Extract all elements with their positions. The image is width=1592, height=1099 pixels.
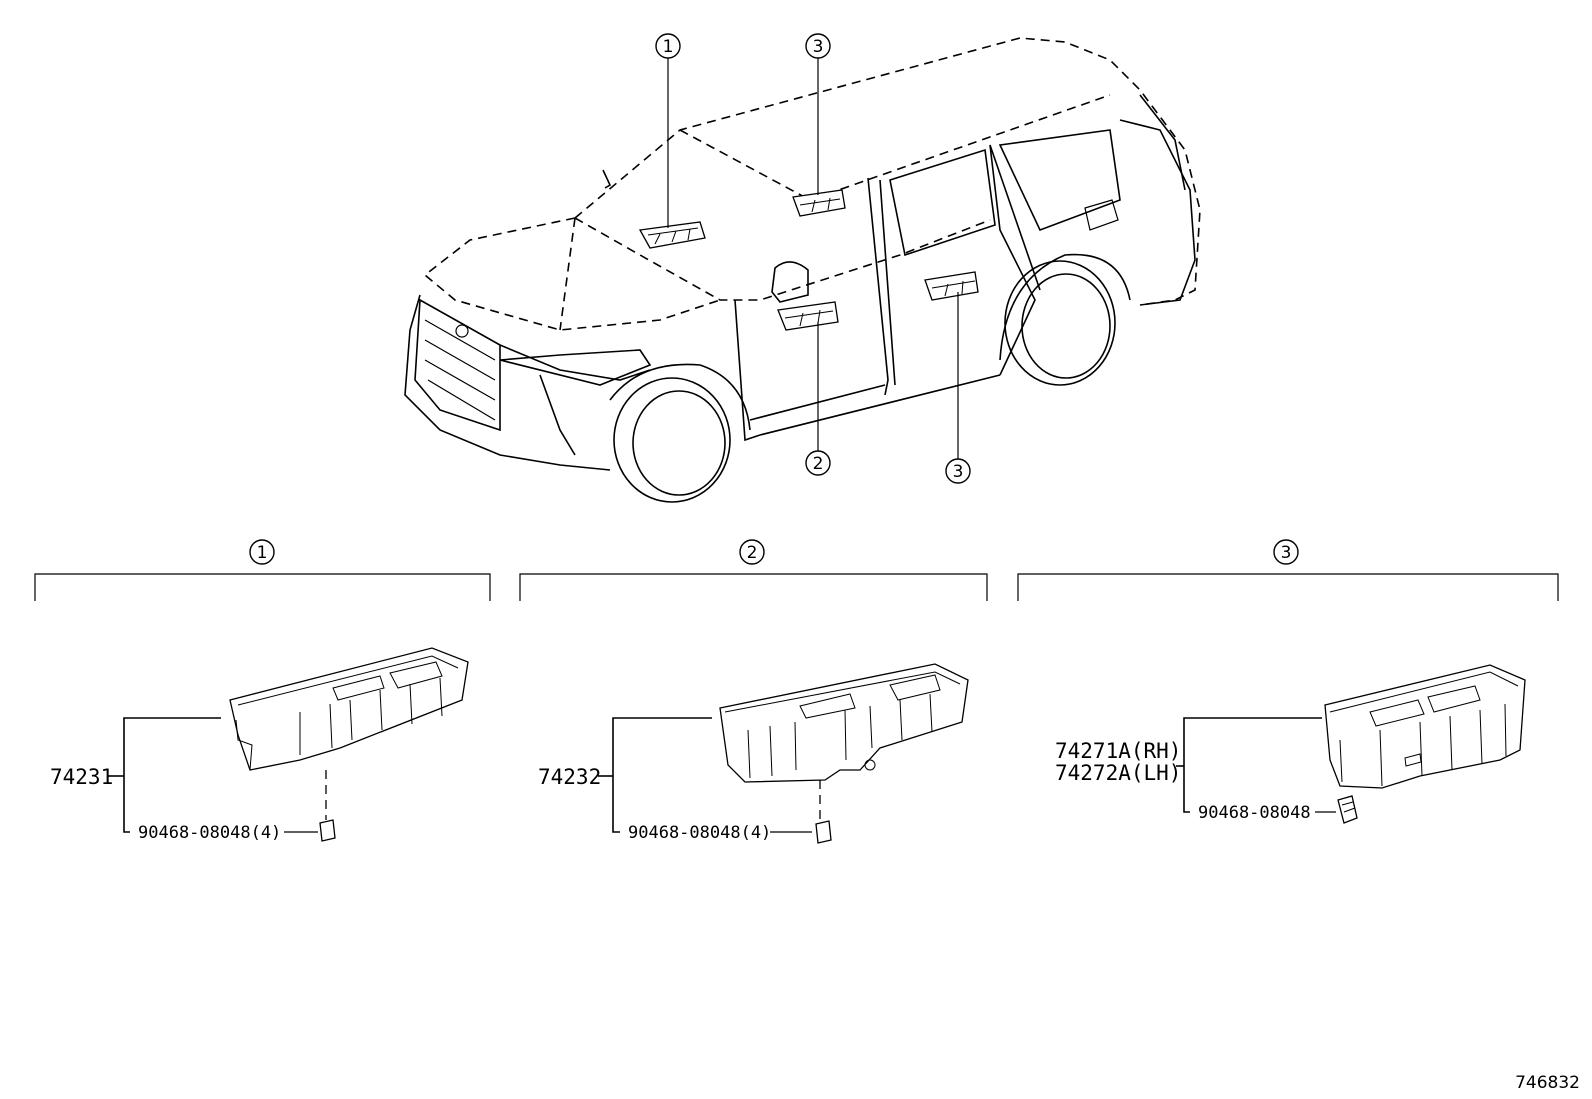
part-number-74271A: 74271A(RH) <box>1055 739 1181 763</box>
screw-90468-section1 <box>319 819 336 842</box>
section-3-header: 3 <box>1017 539 1559 601</box>
svg-text:2: 2 <box>747 543 758 563</box>
section-1-header: 1 <box>34 539 491 601</box>
part-number-74231: 74231 <box>50 765 113 789</box>
screw-90468-section2 <box>815 820 832 844</box>
callout-2-vehicle: 2 <box>805 450 831 476</box>
svg-text:1: 1 <box>663 37 674 57</box>
part-number-74272A: 74272A(LH) <box>1055 761 1181 785</box>
part-number-screw-2: 90468-08048(4) <box>628 823 771 843</box>
part-number-74232: 74232 <box>538 765 601 789</box>
part-number-screw-3: 90468-08048 <box>1198 803 1311 823</box>
section-2-header: 2 <box>519 539 988 601</box>
callout-3-top: 3 <box>805 33 831 59</box>
svg-text:3: 3 <box>813 37 824 57</box>
svg-text:2: 2 <box>813 454 824 474</box>
part-number-screw-1: 90468-08048(4) <box>138 823 281 843</box>
switch-74232-drawing <box>719 663 969 783</box>
switch-74231-drawing <box>229 647 469 771</box>
figure-code: 746832 <box>1515 1073 1580 1093</box>
svg-text:1: 1 <box>257 543 268 563</box>
svg-text:3: 3 <box>953 462 964 482</box>
switch-74271A-drawing <box>1324 664 1526 789</box>
callout-1-top: 1 <box>655 33 681 59</box>
svg-text:3: 3 <box>1281 543 1292 563</box>
callout-3-vehicle: 3 <box>945 458 971 484</box>
screw-90468-section3 <box>1337 795 1358 824</box>
vehicle-illustration <box>404 37 1201 503</box>
